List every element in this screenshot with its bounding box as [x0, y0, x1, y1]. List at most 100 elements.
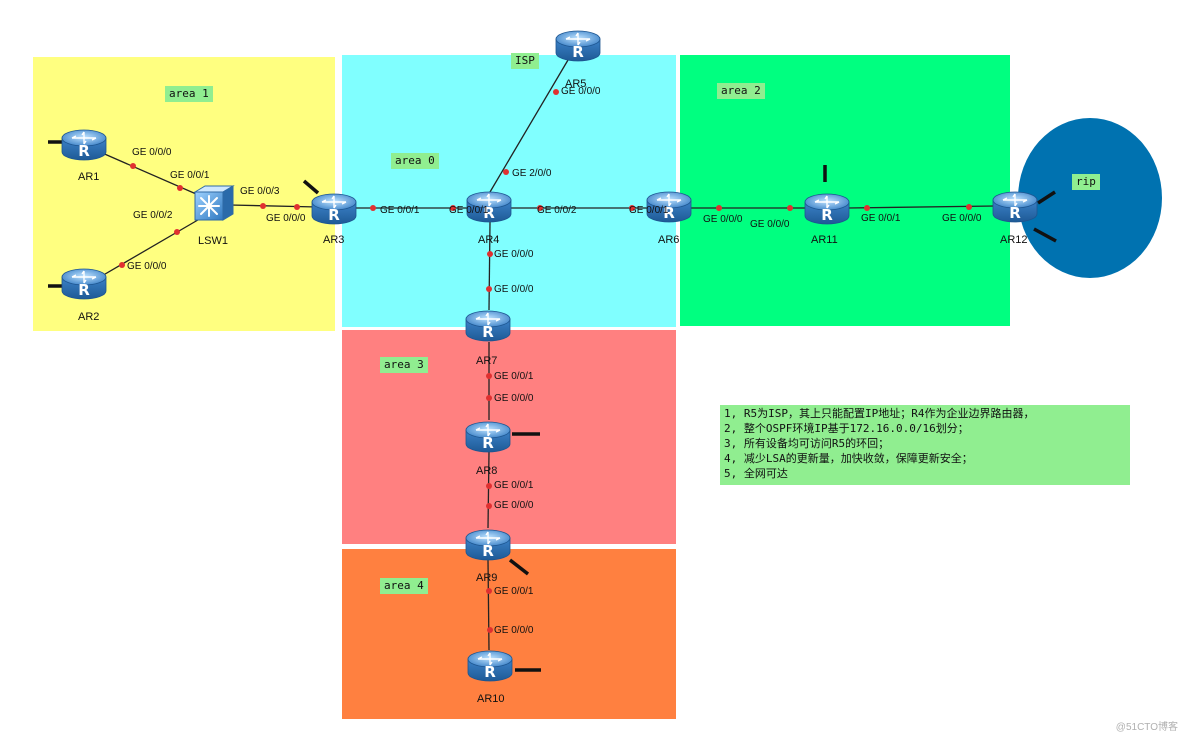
area4-label: area 4 — [380, 578, 428, 594]
router-glyph: R — [78, 281, 90, 299]
stub-ar3 — [302, 179, 320, 195]
if-ar1-ge000: GE 0/0/0 — [132, 147, 172, 158]
link-ar4-ar7 — [488, 221, 491, 311]
if-lsw1-ge003: GE 0/0/3 — [240, 186, 280, 197]
port-dot — [487, 627, 493, 633]
port-dot — [450, 205, 456, 211]
port-dot — [537, 205, 543, 211]
port-dot — [260, 203, 266, 209]
port-dot — [787, 205, 793, 211]
router-ar1-icon[interactable]: R — [61, 129, 107, 161]
if-ar12-ge000: GE 0/0/0 — [942, 213, 982, 224]
note-line-2: 2, 整个OSPF环境IP基于172.16.0.0/16划分； — [724, 422, 969, 435]
port-dot — [486, 373, 492, 379]
router-glyph: R — [572, 43, 584, 61]
switch-lsw1-icon[interactable] — [193, 185, 235, 221]
port-dot — [486, 395, 492, 401]
port-dots — [119, 89, 972, 633]
port-dot — [966, 204, 972, 210]
device-label-ar10: AR10 — [477, 693, 505, 705]
router-ar6-icon[interactable]: R — [646, 191, 692, 223]
device-label-lsw1: LSW1 — [198, 235, 228, 247]
port-dot — [553, 89, 559, 95]
port-dot — [174, 229, 180, 235]
router-ar3-icon[interactable]: R — [311, 193, 357, 225]
router-ar12-icon[interactable]: R — [992, 191, 1038, 223]
area2-region — [680, 55, 1010, 326]
port-dot — [370, 205, 376, 211]
note-line-3: 3, 所有设备均可访问R5的环回； — [724, 437, 890, 450]
port-dot — [486, 588, 492, 594]
if-ar5-ge000: GE 0/0/0 — [561, 86, 601, 97]
router-ar7-icon[interactable]: R — [465, 310, 511, 342]
router-glyph: R — [482, 434, 494, 452]
router-glyph: R — [328, 206, 340, 224]
rip-region — [1018, 118, 1162, 278]
router-ar10-icon[interactable]: R — [467, 650, 513, 682]
if-ar10-ge000: GE 0/0/0 — [494, 625, 534, 636]
device-label-ar3: AR3 — [323, 234, 345, 246]
if-ar3-ge001: GE 0/0/1 — [380, 205, 420, 216]
stub-ar12-bottom — [1033, 227, 1057, 243]
if-ar8-ge000: GE 0/0/0 — [494, 393, 534, 404]
note-line-1: 1, R5为ISP，其上只能配置IP地址；R4作为企业边界路由器， — [724, 407, 1035, 420]
stub-links — [48, 140, 1057, 672]
requirements-notes: 1, R5为ISP，其上只能配置IP地址；R4作为企业边界路由器， 2, 整个O… — [720, 405, 1130, 485]
isp-label: ISP — [511, 53, 539, 69]
port-dot — [177, 185, 183, 191]
if-ar4-ge002: GE 0/0/2 — [537, 205, 577, 216]
port-dot — [716, 205, 722, 211]
port-dot — [864, 205, 870, 211]
router-ar9-icon[interactable]: R — [465, 529, 511, 561]
router-ar4-icon[interactable]: R — [466, 191, 512, 223]
router-ar2-icon[interactable]: R — [61, 268, 107, 300]
note-line-5: 5, 全网可达 — [724, 467, 788, 480]
device-label-ar1: AR1 — [78, 171, 100, 183]
router-ar8-icon[interactable]: R — [465, 421, 511, 453]
device-label-ar9: AR9 — [476, 572, 498, 584]
router-ar11-icon[interactable]: R — [804, 193, 850, 225]
device-label-ar5: AR5 — [565, 78, 587, 90]
if-ar9-ge001: GE 0/0/1 — [494, 586, 534, 597]
area4-region — [342, 549, 676, 719]
port-dot — [503, 169, 509, 175]
area0-region — [342, 55, 676, 327]
if-ar8-ge001: GE 0/0/1 — [494, 480, 534, 491]
routers: R R R R R R R R R R R R — [61, 30, 1038, 682]
port-dot — [119, 262, 125, 268]
area0-label: area 0 — [391, 153, 439, 169]
if-lsw1-ge001: GE 0/0/1 — [170, 170, 210, 181]
link-ar8-ar9 — [487, 451, 490, 529]
if-ar3-ge000: GE 0/0/0 — [266, 213, 306, 224]
device-label-ar12: AR12 — [1000, 234, 1028, 246]
link-ar4-ar5 — [489, 59, 569, 193]
port-dot — [487, 251, 493, 257]
port-dot — [486, 286, 492, 292]
if-ar7-ge001: GE 0/0/1 — [494, 371, 534, 382]
router-glyph: R — [663, 204, 675, 222]
device-label-ar11: AR11 — [811, 234, 838, 246]
port-dot — [629, 205, 635, 211]
port-dot — [294, 204, 300, 210]
area2-label: area 2 — [717, 83, 765, 99]
if-ar11-ge001: GE 0/0/1 — [861, 213, 901, 224]
area3-label: area 3 — [380, 357, 428, 373]
if-ar11-ge000: GE 0/0/0 — [750, 219, 790, 230]
link-lsw1-ar3 — [229, 204, 319, 208]
router-glyph: R — [482, 542, 494, 560]
router-glyph: R — [1009, 204, 1021, 222]
if-ar6-ge001: GE 0/0/1 — [629, 205, 669, 216]
if-ar2-ge000: GE 0/0/0 — [127, 261, 167, 272]
device-label-ar2: AR2 — [78, 311, 100, 323]
stub-ar12-top — [1037, 190, 1056, 205]
rip-label: rip — [1072, 174, 1100, 190]
if-ar4-ge000: GE 0/0/0 — [494, 249, 534, 260]
device-label-ar4: AR4 — [478, 234, 500, 246]
if-lsw1-ge002: GE 0/0/2 — [133, 210, 173, 221]
if-ar4-ge200: GE 2/0/0 — [512, 168, 552, 179]
router-ar5-icon[interactable]: R — [555, 30, 601, 62]
router-glyph: R — [482, 323, 494, 341]
router-glyph: R — [821, 206, 833, 224]
